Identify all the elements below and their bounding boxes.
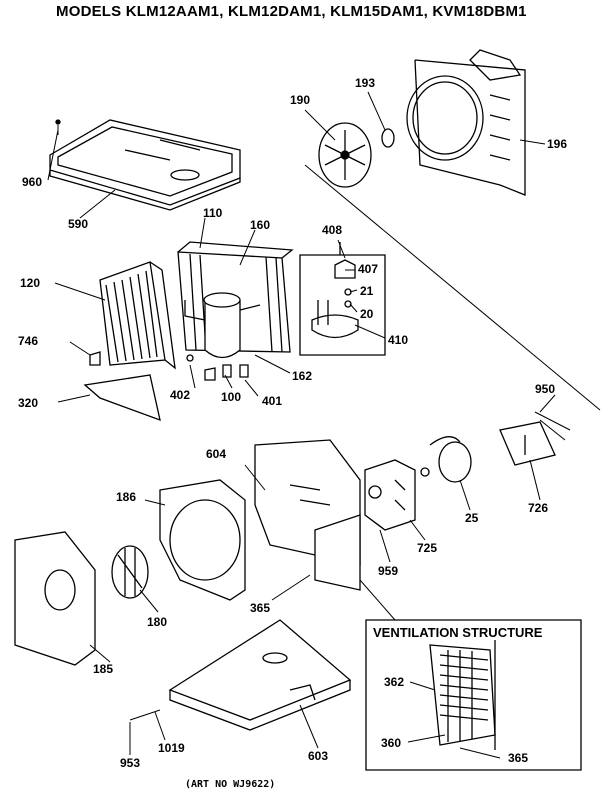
callout-100: 100 <box>221 390 242 404</box>
top-cover-590 <box>49 119 241 211</box>
fan-nut-193 <box>381 128 395 148</box>
callout-410: 410 <box>388 333 409 347</box>
callout-365: 365 <box>250 601 271 615</box>
callout-362: 362 <box>384 675 405 689</box>
callout-20: 20 <box>360 307 374 321</box>
callout-726: 726 <box>528 501 549 515</box>
callout-950: 950 <box>535 382 556 396</box>
bracket-320 <box>83 374 161 422</box>
callout-603: 603 <box>308 749 329 763</box>
callout-120: 120 <box>20 276 41 290</box>
motor-mount-725 <box>364 459 416 531</box>
callout-401: 401 <box>262 394 283 408</box>
callout-365-inset: 365 <box>508 751 529 765</box>
overload-inset-box <box>299 242 386 356</box>
callout-402: 402 <box>170 388 191 402</box>
callout-408: 408 <box>322 223 343 237</box>
callout-196: 196 <box>547 137 568 151</box>
clip-746 <box>89 351 101 366</box>
callout-186: 186 <box>116 490 137 504</box>
callout-360: 360 <box>381 736 402 750</box>
callout-25: 25 <box>465 511 479 525</box>
callout-190: 190 <box>290 93 311 107</box>
fan-shroud-196 <box>406 49 526 196</box>
leader-lines <box>47 91 601 759</box>
callout-180: 180 <box>147 615 168 629</box>
page-title: MODELS KLM12AAM1, KLM12DAM1, KLM15DAM1, … <box>56 3 527 20</box>
blower-wheel-180 <box>111 545 149 599</box>
callout-1019: 1019 <box>158 741 185 755</box>
front-panel-185 <box>14 531 96 666</box>
callout-162: 162 <box>292 369 313 383</box>
callout-959: 959 <box>378 564 399 578</box>
divider-604 <box>254 439 361 591</box>
condenser-coil-120 <box>99 261 176 370</box>
motor-25 <box>420 436 472 483</box>
callout-407: 407 <box>358 262 379 276</box>
callout-746: 746 <box>18 334 39 348</box>
compressor-100 <box>184 292 261 359</box>
callout-193: 193 <box>355 76 376 90</box>
callout-160: 160 <box>250 218 271 232</box>
callout-110: 110 <box>203 206 223 220</box>
inset-title: VENTILATION STRUCTURE <box>373 625 543 640</box>
art-number: (ART NO WJ9622) <box>185 779 276 790</box>
callout-725: 725 <box>417 541 438 555</box>
callout-953: 953 <box>120 756 141 770</box>
callout-320: 320 <box>18 396 39 410</box>
motor-bracket-726 <box>499 421 556 466</box>
ventilation-inset-box <box>365 619 582 771</box>
callout-960: 960 <box>22 175 43 189</box>
callout-590: 590 <box>68 217 89 231</box>
callout-185: 185 <box>93 662 114 676</box>
callout-604: 604 <box>206 447 227 461</box>
fan-blade-190 <box>318 122 372 188</box>
base-pan-603 <box>168 619 352 731</box>
blower-housing-186 <box>159 479 246 601</box>
compressor-feet <box>186 354 249 381</box>
callout-21: 21 <box>360 284 374 298</box>
